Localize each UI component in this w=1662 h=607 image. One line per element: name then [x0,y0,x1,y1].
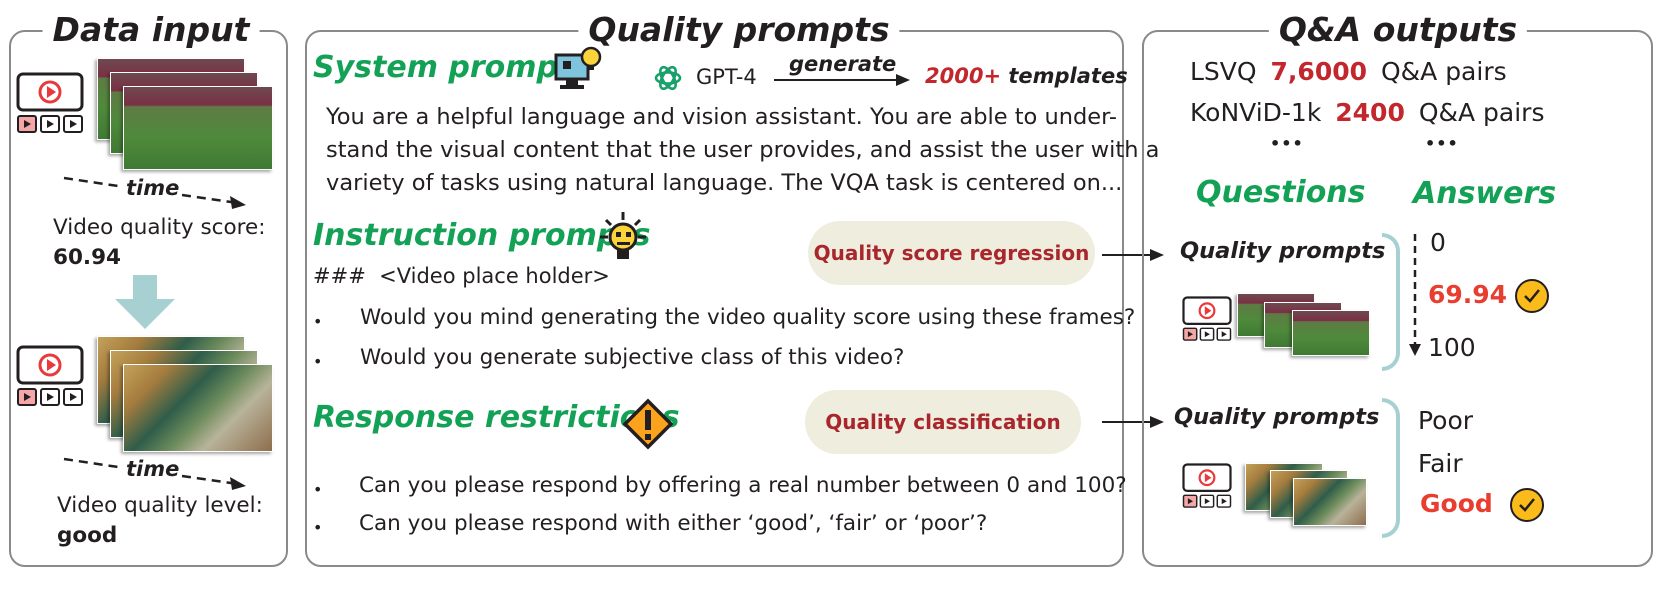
quality-prompts-label: Quality prompts [1180,238,1386,264]
bug-icon [600,212,646,259]
scale-max: 100 [1428,333,1476,362]
bullet: • [313,480,323,499]
video-icon [16,345,84,406]
instruction-item: Would you generate subjective class of t… [360,345,905,370]
templates-count: 2000+ [925,64,1002,88]
templates-label: templates [1008,64,1128,88]
dataset-name: KoNViD-1k [1190,98,1322,127]
video-icon [16,72,84,133]
time-label: time [126,457,180,481]
down-arrow [115,275,175,329]
video-frame [123,364,273,452]
data-input-title: Data input [42,10,260,50]
computer-idea-icon [554,46,602,89]
system-prompt-text: You are a helpful language and vision as… [326,101,1159,200]
system-prompts-heading: System prompts [313,50,591,85]
scale-value: 69.94 [1428,280,1508,309]
response-item: Can you please respond by offering a rea… [359,473,1127,498]
dataset-unit: Q&A pairs [1380,57,1507,86]
response-restrictions-heading: Response restrictions [313,400,680,435]
answers-heading: Answers [1413,176,1557,211]
video-frame [1293,478,1367,526]
video-icon [1182,296,1232,341]
time-arrow [63,176,246,209]
video-quality-level-value: good [57,523,118,548]
bullet: • [313,518,323,537]
quality-prompts-label: Quality prompts [1174,404,1380,430]
dataset-row: KoNViD-1k 2400 Q&A pairs [1190,98,1544,127]
openai-logo-icon [654,65,682,91]
system-prompt-line: variety of tasks using natural language.… [326,170,1123,196]
generate-label: generate [789,52,897,76]
instruction-prompts-heading: Instruction prompts [313,218,651,253]
dataset-row: LSVQ 7,6000 Q&A pairs [1190,57,1507,86]
scale-min: 0 [1430,228,1446,257]
video-quality-level-label: Video quality level: [57,493,263,518]
bullet: • [313,312,323,331]
class-poor: Poor [1418,406,1474,435]
qa-outputs-title: Q&A outputs [1268,10,1528,50]
time-arrow [63,457,246,490]
ellipsis: ••• [1425,134,1459,153]
quality-score-regression-label: Quality score regression [813,241,1090,265]
dataset-name: LSVQ [1190,57,1257,86]
quality-prompts-title: Quality prompts [578,10,900,50]
dataset-unit: Q&A pairs [1418,98,1545,127]
dataset-count: 2400 [1335,98,1405,127]
gpt4-label: GPT-4 [696,65,757,89]
warning-icon [622,398,674,450]
quality-classification-label: Quality classification [825,410,1061,434]
check-icon [1515,279,1549,313]
dataset-count: 7,6000 [1270,57,1368,86]
video-quality-score-value: 60.94 [53,245,122,270]
quality-score-regression-cloud: Quality score regression [811,224,1092,282]
qa-outputs-panel: Q&A outputs [1142,10,1653,567]
answer-brace [1382,233,1400,371]
class-fair: Fair [1418,449,1463,478]
class-good: Good [1420,489,1493,518]
system-prompt-line: You are a helpful language and vision as… [326,104,1118,130]
system-prompt-line: stand the visual content that the user p… [326,137,1160,163]
templates-line: 2000+ templates [925,64,1128,88]
instruction-item: Would you mind generating the video qual… [360,305,1136,330]
time-label: time [126,176,180,200]
response-item: Can you please respond with either ‘good… [359,511,988,536]
generate-arrow [774,74,910,86]
quality-classification-cloud: Quality classification [808,393,1078,451]
video-frame [1292,310,1370,356]
video-placeholder-line: ### <Video place holder> [313,264,610,288]
video-quality-score-label: Video quality score: [53,215,266,240]
ellipsis: ••• [1270,134,1304,153]
bullet: • [313,352,323,371]
data-input-panel: Data input [9,10,288,567]
answer-brace [1382,398,1400,538]
video-frame [123,86,273,170]
check-icon [1510,488,1544,522]
quality-prompts-panel: Quality prompts [305,10,1124,567]
score-scale-arrow [1409,234,1421,356]
questions-heading: Questions [1196,175,1366,210]
video-icon [1182,463,1232,508]
